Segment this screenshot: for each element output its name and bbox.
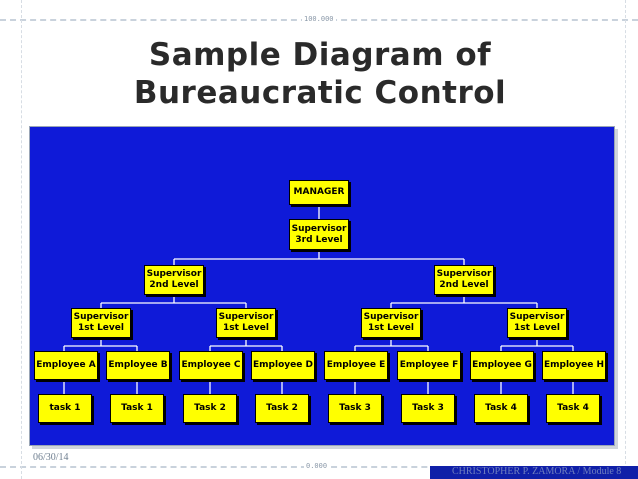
supervisor-label: Supervisor bbox=[218, 312, 274, 322]
task-box: Task 3 bbox=[328, 394, 382, 423]
right-guide-line bbox=[625, 0, 626, 479]
supervisor-1st-level-box: Supervisor 1st Level bbox=[216, 308, 276, 338]
supervisor-1st-level-box: Supervisor 1st Level bbox=[71, 308, 131, 338]
slide-title: Sample Diagram of Bureaucratic Control bbox=[90, 36, 550, 112]
left-guide-line bbox=[21, 0, 22, 479]
task-box: Task 1 bbox=[110, 394, 164, 423]
task-label: Task 3 bbox=[412, 403, 444, 413]
top-marker: 100.000 bbox=[302, 15, 336, 23]
supervisor-label: Supervisor bbox=[509, 312, 565, 322]
employee-box: Employee E bbox=[324, 351, 388, 380]
footer-bar bbox=[430, 466, 638, 479]
supervisor-2nd-level-box: Supervisor 2nd Level bbox=[144, 265, 204, 295]
supervisor-1st-level-box: Supervisor 1st Level bbox=[361, 308, 421, 338]
employee-label: Employee B bbox=[108, 360, 168, 370]
task-box: task 1 bbox=[38, 394, 92, 423]
task-box: Task 3 bbox=[401, 394, 455, 423]
employee-box: Employee A bbox=[34, 351, 98, 380]
footer-date: 06/30/14 bbox=[33, 452, 69, 463]
supervisor-label: Supervisor bbox=[363, 312, 419, 322]
employee-label: Employee H bbox=[544, 360, 604, 370]
level-label: 1st Level bbox=[514, 323, 560, 333]
employee-box: Employee C bbox=[179, 351, 243, 380]
connector-lines bbox=[63, 205, 574, 394]
level-label: 1st Level bbox=[223, 323, 269, 333]
manager-label: MANAGER bbox=[293, 187, 345, 197]
level-label: 2nd Level bbox=[149, 280, 199, 290]
employee-box: Employee D bbox=[251, 351, 315, 380]
task-box: Task 4 bbox=[546, 394, 600, 423]
supervisor-label: Supervisor bbox=[73, 312, 129, 322]
level-label: 1st Level bbox=[78, 323, 124, 333]
org-chart-diagram: MANAGER Supervisor 3rd Level Supervisor … bbox=[29, 126, 615, 446]
task-box: Task 4 bbox=[474, 394, 528, 423]
supervisor-label: Supervisor bbox=[146, 269, 202, 279]
employee-label: Employee G bbox=[472, 360, 532, 370]
level-label: 3rd Level bbox=[295, 234, 343, 245]
employee-box: Employee G bbox=[470, 351, 534, 380]
employee-label: Employee F bbox=[399, 360, 459, 370]
task-label: task 1 bbox=[49, 403, 81, 413]
employee-box: Employee B bbox=[106, 351, 170, 380]
supervisor-label: Supervisor bbox=[436, 269, 492, 279]
bottom-marker: 0.000 bbox=[304, 462, 330, 470]
task-box: Task 2 bbox=[183, 394, 237, 423]
employee-box: Employee H bbox=[542, 351, 606, 380]
employee-label: Employee D bbox=[253, 360, 313, 370]
task-label: Task 4 bbox=[485, 403, 517, 413]
title-line-2: Bureaucratic Control bbox=[133, 75, 507, 111]
task-box: Task 2 bbox=[255, 394, 309, 423]
footer-author: CHRISTOPHER P. ZAMORA / Module 8 bbox=[452, 466, 622, 477]
supervisor-1st-level-box: Supervisor 1st Level bbox=[507, 308, 567, 338]
employee-box: Employee F bbox=[397, 351, 461, 380]
level-label: 1st Level bbox=[368, 323, 414, 333]
task-label: Task 3 bbox=[339, 403, 371, 413]
title-line-1: Sample Diagram of bbox=[148, 37, 492, 73]
supervisor-3rd-level-box: Supervisor 3rd Level bbox=[289, 219, 349, 250]
supervisor-label: Supervisor bbox=[291, 223, 347, 234]
employee-label: Employee E bbox=[326, 360, 386, 370]
level-label: 2nd Level bbox=[439, 280, 489, 290]
task-label: Task 2 bbox=[194, 403, 226, 413]
task-label: Task 1 bbox=[121, 403, 153, 413]
manager-box: MANAGER bbox=[289, 180, 349, 205]
task-label: Task 4 bbox=[557, 403, 589, 413]
task-label: Task 2 bbox=[266, 403, 298, 413]
employee-label: Employee C bbox=[181, 360, 241, 370]
employee-label: Employee A bbox=[36, 360, 96, 370]
supervisor-2nd-level-box: Supervisor 2nd Level bbox=[434, 265, 494, 295]
